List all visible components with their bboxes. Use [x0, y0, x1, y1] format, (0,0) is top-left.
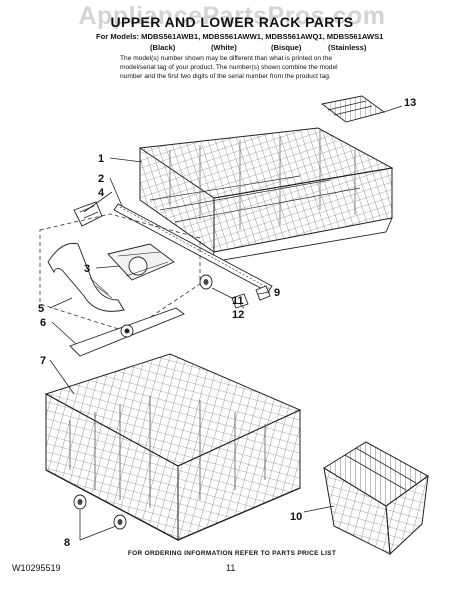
part-1-upper-rack — [138, 127, 394, 263]
callout-11: 11 — [232, 295, 244, 307]
models-line: For Models: MDBS561AWB1, MDBS561AWW1, MD… — [96, 32, 384, 41]
callout-2: 2 — [98, 173, 104, 185]
note-line-2: model/serial tag of your product. The nu… — [120, 64, 338, 71]
callout-9: 9 — [274, 287, 280, 299]
footer-ordering-info: FOR ORDERING INFORMATION REFER TO PARTS … — [127, 550, 337, 557]
callout-5: 5 — [38, 303, 44, 315]
callout-4: 4 — [98, 187, 105, 199]
color-label-bisque: (Bisque) — [271, 43, 302, 52]
callout-1: 1 — [98, 153, 104, 165]
part-4-clip — [73, 201, 103, 227]
color-label-stainless: (Stainless) — [328, 43, 367, 52]
callout-6: 6 — [40, 317, 46, 329]
callout-12: 12 — [232, 309, 244, 321]
callout-7: 7 — [40, 355, 46, 367]
note-line-1: The model(s) number shown may be differe… — [120, 55, 333, 62]
callout-3: 3 — [84, 263, 90, 275]
document-number: W10295519 — [12, 563, 61, 573]
part-5-feed-tube — [47, 242, 125, 312]
part-10-silverware-basket — [323, 441, 429, 556]
callout-13: 13 — [404, 97, 416, 109]
page-title: UPPER AND LOWER RACK PARTS — [110, 14, 354, 30]
part-3-manifold — [107, 243, 175, 281]
part-11-wheel — [199, 274, 213, 290]
callout-8: 8 — [64, 537, 70, 549]
part-12-rail-cap — [231, 293, 249, 309]
color-label-white: (White) — [211, 43, 237, 52]
part-6-spray-arm — [69, 307, 185, 357]
page-number: 11 — [226, 563, 236, 573]
part-8-lower-wheels — [73, 494, 127, 530]
part-13-tine-clip — [320, 95, 386, 123]
color-label-black: (Black) — [150, 43, 176, 52]
watermark-text: AppliancePartsPros.com — [78, 2, 386, 30]
callout-10: 10 — [290, 511, 302, 523]
leader-lines — [49, 105, 403, 541]
part-7-lower-rack — [44, 353, 302, 541]
note-line-3: number and the first two digits of the s… — [120, 73, 331, 80]
